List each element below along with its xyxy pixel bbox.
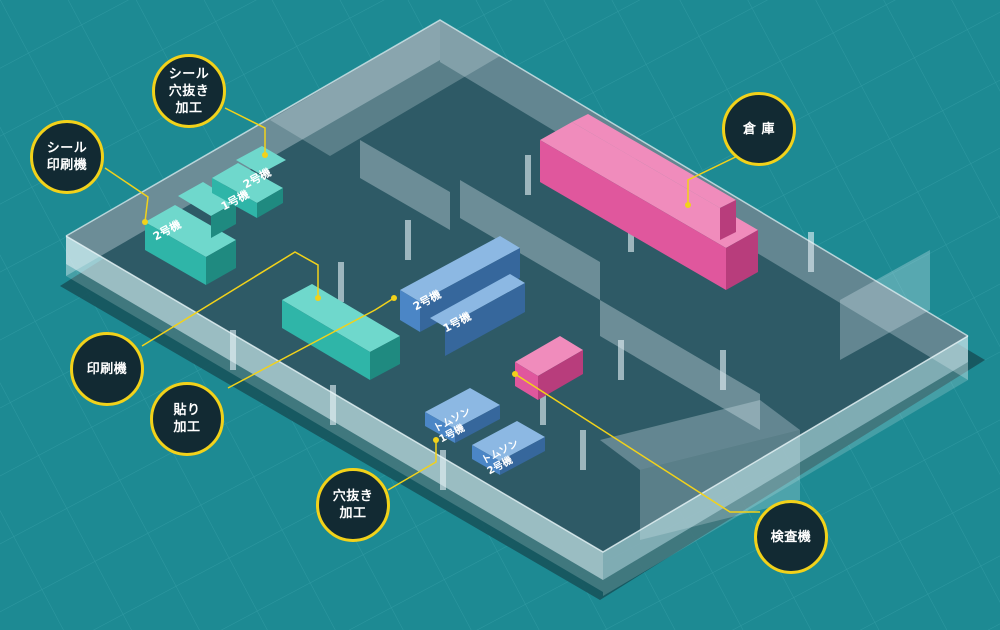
callout-inspection: 検査機 — [754, 500, 828, 574]
callout-punch: 穴抜き 加工 — [316, 468, 390, 542]
wall-front-left-upper — [66, 236, 603, 592]
room-front-wall — [640, 430, 800, 540]
wall-outline-back — [65, 19, 969, 337]
wall-outline-front — [65, 235, 969, 553]
partition-c — [600, 300, 760, 430]
callout-printer: 印刷機 — [70, 332, 144, 406]
seal-punch-machines — [212, 146, 286, 218]
callout-seal-print: シール 印刷機 — [30, 120, 104, 194]
callout-laminate: 貼り 加工 — [150, 382, 224, 456]
seal-printer-machines — [145, 182, 236, 285]
printer-machine — [282, 284, 400, 380]
laminate-machines — [400, 236, 525, 356]
wall-front-right — [603, 336, 968, 596]
partition-a — [360, 140, 450, 230]
floor-edge-right — [603, 336, 968, 580]
room-right — [840, 250, 930, 360]
warehouse-racks — [540, 114, 758, 290]
thomson-machines — [425, 388, 545, 475]
room-front — [600, 400, 800, 470]
callout-warehouse: 倉 庫 — [722, 92, 796, 166]
wall-front-left — [66, 236, 603, 580]
leader-lines — [104, 107, 760, 513]
partition-b — [460, 180, 600, 300]
callout-seal-punch: シール 穴抜き 加工 — [152, 54, 226, 128]
wall-back-left — [66, 20, 440, 276]
leader-dots — [142, 152, 691, 443]
wall-back-room — [270, 20, 500, 156]
